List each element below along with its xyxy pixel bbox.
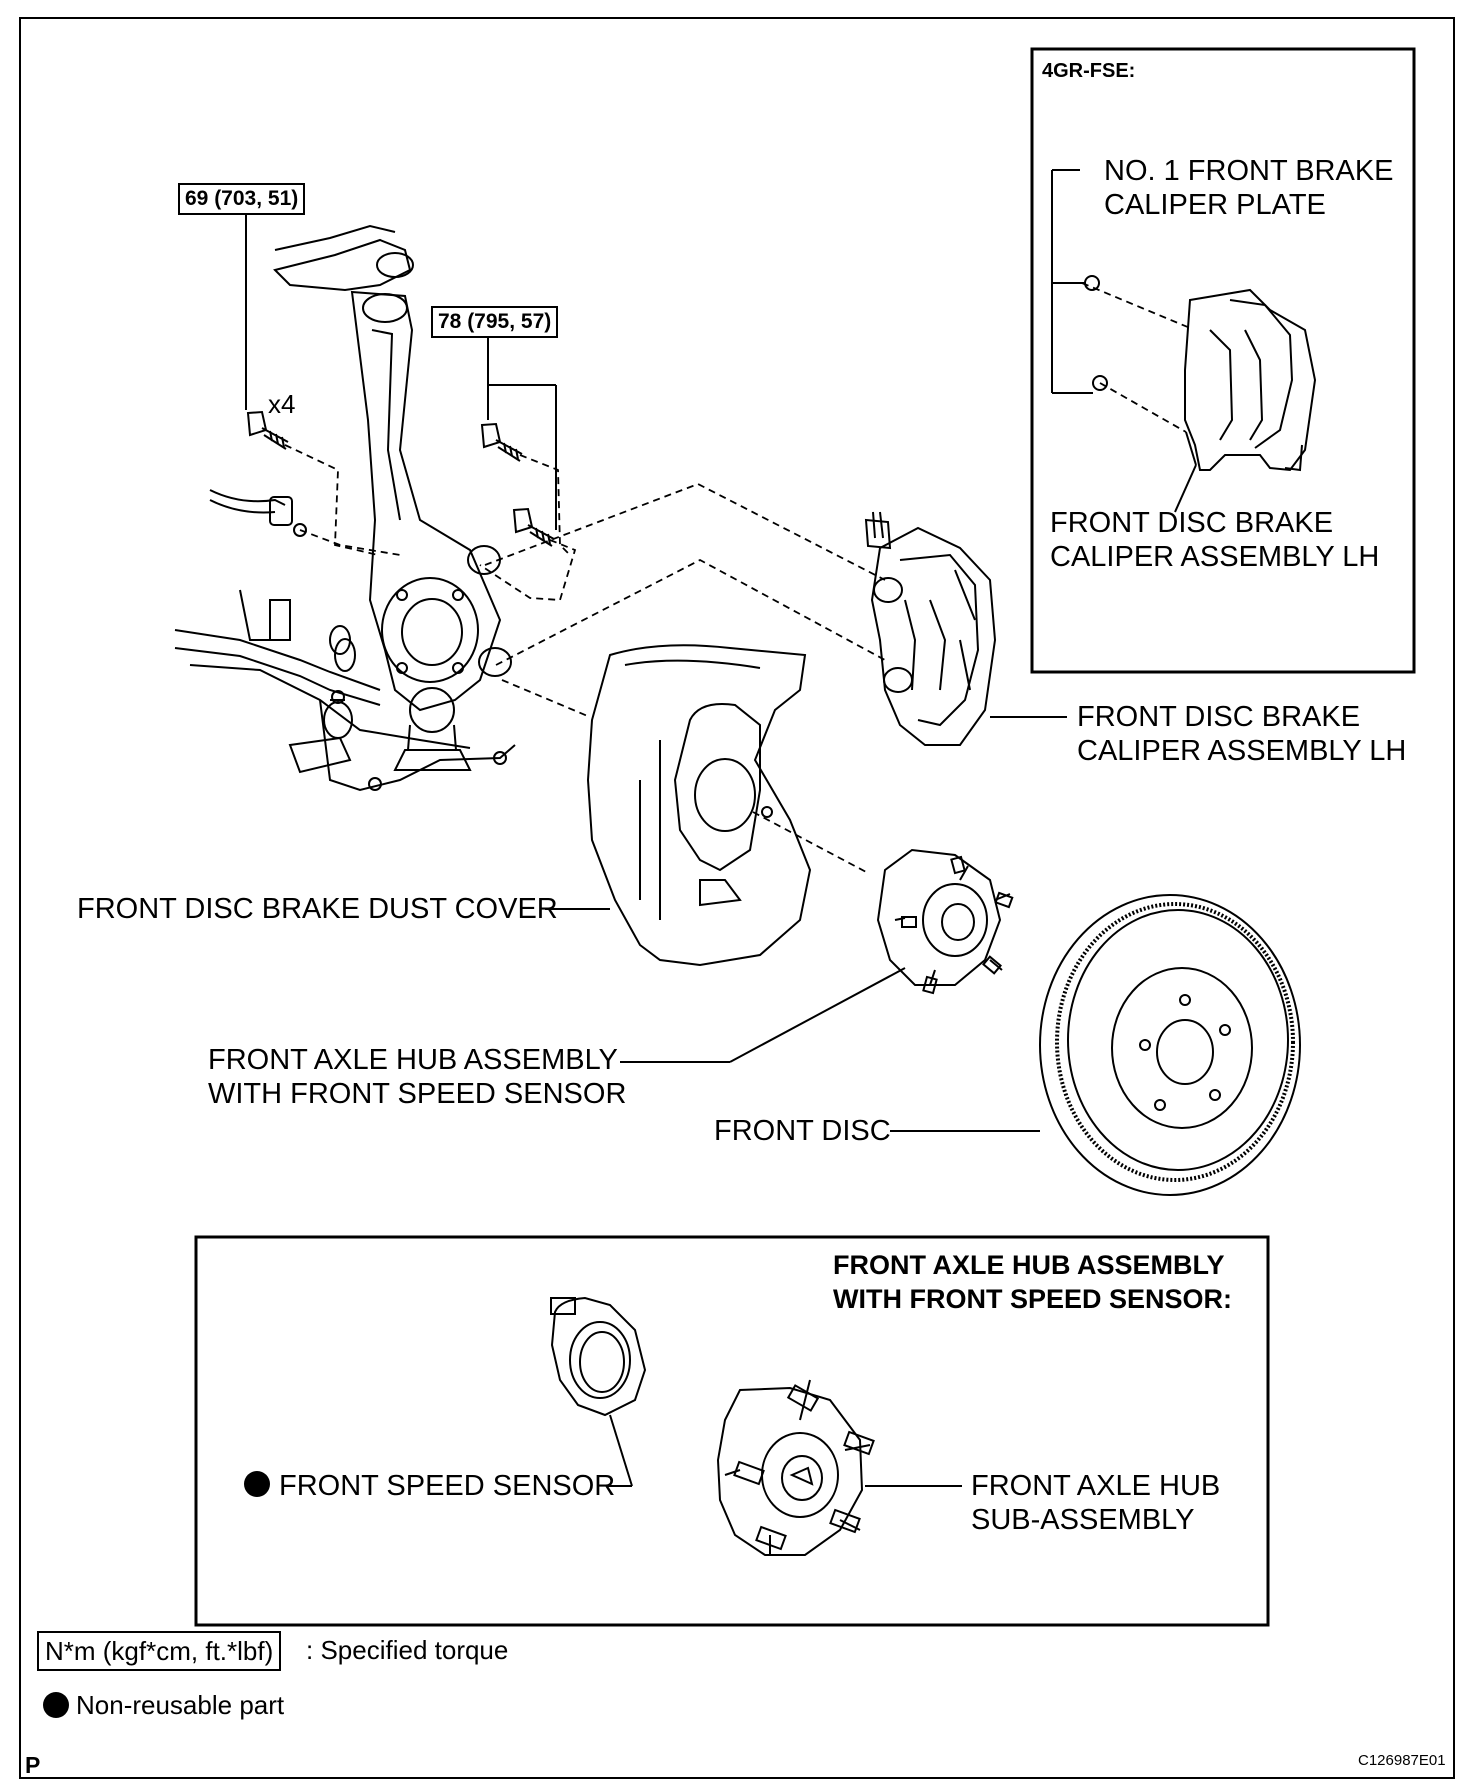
- torque-spec-lower: 78 (795, 57): [431, 306, 559, 338]
- bolt-upper-x4: [246, 410, 289, 450]
- hub-drawing: [876, 848, 1014, 995]
- speed-sensor-label: FRONT SPEED SENSOR: [279, 1470, 616, 1502]
- figure-code: C126987E01: [1358, 1752, 1446, 1769]
- dust-cover-label: FRONT DISC BRAKE DUST COVER: [77, 893, 558, 925]
- legend-nonreusable-text: Non-reusable part: [76, 1690, 285, 1720]
- label-leaders: [545, 169, 1197, 1487]
- inset-hub-box: [194, 1235, 1270, 1627]
- inset-caliper-label-line1: FRONT DISC BRAKE: [1050, 507, 1334, 539]
- legend-torque-box: N*m (kgf*cm, ft.*lbf): [37, 1631, 282, 1671]
- footer-left-mark: P: [25, 1752, 41, 1778]
- bolt-lower-1: [480, 422, 523, 462]
- bolt-lower-2: [512, 507, 555, 547]
- inset-plate-label-line2: CALIPER PLATE: [1104, 189, 1326, 221]
- inset-variant-header: 4GR-FSE:: [1042, 60, 1136, 82]
- torque-leaders: [245, 213, 557, 530]
- legend-nonreusable-dot: [43, 1692, 69, 1718]
- assembly-dashed-lines: [284, 282, 1191, 874]
- bolt-quantity-label: x4: [268, 389, 296, 419]
- caliper-drawing: [864, 511, 997, 746]
- nonreusable-dot-sensor: [244, 1471, 270, 1497]
- hub-sub-assembly-label-line1: FRONT AXLE HUB: [971, 1470, 1221, 1502]
- caliper-label-line1: FRONT DISC BRAKE: [1077, 701, 1361, 733]
- inset-hub-header-line1: FRONT AXLE HUB ASSEMBLY: [833, 1250, 1225, 1280]
- inset-caliper-drawing: [1084, 275, 1317, 472]
- torque-spec-upper: 69 (703, 51): [178, 183, 306, 215]
- hub-sub-assembly-label-line2: SUB-ASSEMBLY: [971, 1504, 1195, 1536]
- disc-drawing: [1039, 894, 1301, 1196]
- outer-frame: [19, 17, 1455, 1779]
- inset-caliper-label-line2: CALIPER ASSEMBLY LH: [1050, 541, 1380, 573]
- inset-plate-label-line1: NO. 1 FRONT BRAKE: [1104, 155, 1394, 187]
- inset-hub-header-line2: WITH FRONT SPEED SENSOR:: [833, 1284, 1233, 1314]
- inset-4grfse-box: [1030, 47, 1416, 674]
- inset-hub-sub-assembly-drawing: [716, 1379, 875, 1556]
- legend-torque-text: : Specified torque: [306, 1635, 509, 1665]
- dust-cover-drawing: [586, 644, 812, 967]
- caliper-label-line2: CALIPER ASSEMBLY LH: [1077, 735, 1407, 767]
- hub-label-line2: WITH FRONT SPEED SENSOR: [208, 1078, 627, 1110]
- steering-knuckle-drawing: [174, 224, 516, 792]
- hub-label-line1: FRONT AXLE HUB ASSEMBLY: [208, 1044, 618, 1076]
- inset-speed-sensor-drawing: [550, 1296, 647, 1417]
- disc-label: FRONT DISC: [714, 1115, 891, 1147]
